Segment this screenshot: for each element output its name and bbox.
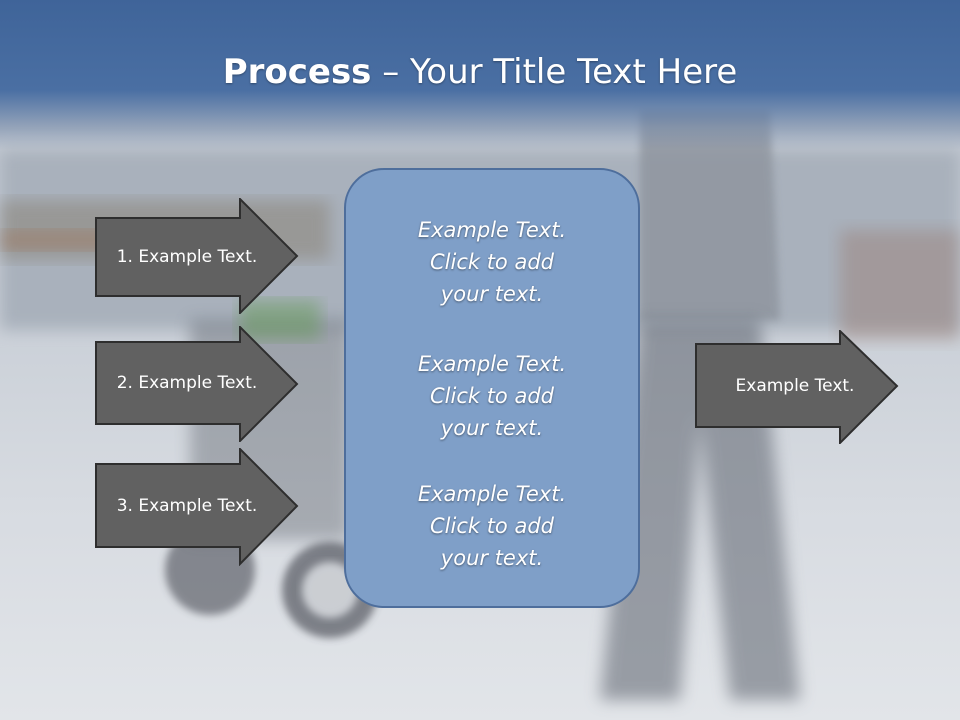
- arrow-step-3[interactable]: 3. Example Text.: [95, 448, 299, 566]
- arrow-right-shape: [95, 448, 299, 566]
- arrow-right-shape: [695, 330, 899, 444]
- title-rest: – Your Title Text Here: [371, 52, 738, 92]
- arrow-label: 3. Example Text.: [116, 495, 258, 516]
- arrow-result[interactable]: Example Text.: [695, 330, 899, 444]
- title-bar: [0, 0, 960, 150]
- arrow-right-shape: [95, 326, 299, 442]
- center-text-1: Example Text. Click to add your text.: [417, 218, 567, 306]
- center-text-box[interactable]: Example Text. Click to add your text. Ex…: [344, 168, 640, 608]
- arrow-label: 1. Example Text.: [116, 247, 258, 267]
- arrow-label: Example Text.: [735, 375, 855, 396]
- slide-title[interactable]: Process – Your Title Text Here: [0, 52, 960, 92]
- arrow-right-shape: [95, 198, 299, 314]
- arrow-label: 2. Example Text.: [116, 373, 258, 393]
- center-text-3: Example Text. Click to add your text.: [417, 482, 567, 570]
- center-text-2: Example Text. Click to add your text.: [417, 352, 567, 440]
- arrow-step-1[interactable]: 1. Example Text.: [95, 198, 299, 314]
- arrow-step-2[interactable]: 2. Example Text.: [95, 326, 299, 442]
- title-bold: Process: [222, 52, 372, 92]
